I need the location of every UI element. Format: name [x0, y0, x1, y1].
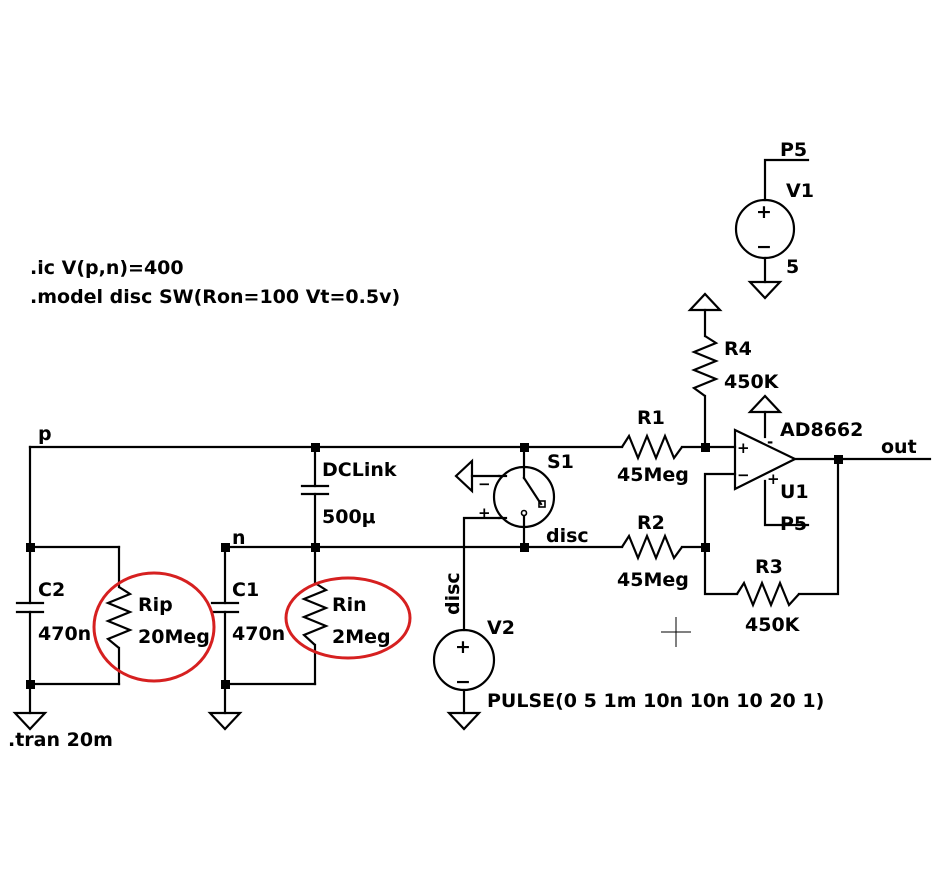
s1-minus-sign: − [478, 475, 491, 493]
opamp-minus-input-sign: − [737, 466, 750, 484]
opamp-minus-supply-sign: - [767, 433, 773, 451]
switch-s1[interactable] [492, 465, 556, 529]
s1-plus-sign: + [478, 504, 491, 522]
resistor-rip[interactable] [105, 586, 133, 649]
ground-icon [454, 458, 474, 494]
ground-icon [207, 711, 243, 731]
directive-tran[interactable]: .tran 20m [8, 729, 113, 751]
r2-value: 45Meg [617, 569, 689, 591]
resistor-r1[interactable] [621, 433, 683, 461]
c1-value: 470n [232, 623, 285, 645]
r1-name: R1 [637, 407, 665, 429]
v2-value: PULSE(0 5 1m 10n 10n 10 20 1) [487, 690, 824, 712]
wires [28, 158, 932, 715]
r3-name: R3 [755, 556, 783, 578]
c2-value: 470n [38, 623, 91, 645]
junction-dot [26, 680, 35, 689]
dclink-name: DCLink [322, 459, 397, 481]
ground-icon [747, 280, 783, 300]
v2-minus-sign: − [455, 671, 471, 693]
supply-arrow-icon [687, 292, 723, 312]
v1-name: V1 [786, 180, 814, 202]
rin-value: 2Meg [332, 626, 391, 648]
voltage-source-v1[interactable] [734, 198, 796, 260]
supply-arrow-icon [747, 394, 783, 414]
opamp-plus-supply-sign: + [767, 470, 780, 488]
opamp-plus-input-sign: + [737, 439, 750, 457]
v2-plus-sign: + [455, 636, 471, 658]
junction-dot [701, 543, 710, 552]
capacitor-c2[interactable] [15, 601, 45, 614]
net-label-p5-opamp: P5 [780, 513, 807, 535]
junction-dot [26, 543, 35, 552]
c2-name: C2 [38, 579, 65, 601]
resistor-r2[interactable] [621, 533, 683, 561]
net-label-p: p [38, 423, 52, 445]
r4-name: R4 [724, 338, 752, 360]
c1-name: C1 [232, 579, 259, 601]
net-label-out: out [881, 436, 917, 458]
junction-dot [311, 543, 320, 552]
junction-dot [221, 680, 230, 689]
ground-icon [446, 711, 482, 731]
r1-value: 45Meg [617, 464, 689, 486]
resistor-rin[interactable] [301, 582, 329, 646]
resistor-r4[interactable] [691, 335, 719, 397]
net-label-disc: disc [546, 525, 589, 547]
capacitor-dclink[interactable] [300, 484, 330, 496]
cursor-crosshair-icon [661, 617, 691, 647]
capacitor-c1[interactable] [210, 601, 240, 614]
v1-minus-sign: − [756, 236, 772, 258]
net-label-n: n [232, 527, 246, 549]
junction-dot [311, 443, 320, 452]
ground-icon [12, 711, 48, 731]
v1-plus-sign: + [756, 201, 772, 223]
junction-dot [221, 543, 230, 552]
rip-name: Rip [138, 594, 173, 616]
directive-model[interactable]: .model disc SW(Ron=100 Vt=0.5v) [30, 286, 400, 308]
resistor-r3[interactable] [736, 580, 800, 608]
u1-part: AD8662 [780, 419, 863, 441]
directive-ic[interactable]: .ic V(p,n)=400 [30, 257, 184, 279]
opamp-u1[interactable] [733, 428, 798, 491]
v2-name: V2 [487, 617, 515, 639]
r4-value: 450K [724, 371, 780, 393]
rin-name: Rin [332, 594, 367, 616]
highlight-ring-rin [284, 576, 412, 660]
net-label-p5-top: P5 [780, 139, 807, 161]
voltage-source-v2[interactable] [432, 628, 496, 692]
junction-dot [834, 455, 843, 464]
u1-name: U1 [780, 481, 809, 503]
v1-value: 5 [786, 256, 799, 278]
junction-dot [520, 443, 529, 452]
rip-value: 20Meg [138, 626, 210, 648]
s1-name: S1 [547, 451, 574, 473]
r3-value: 450K [745, 614, 801, 636]
highlight-ring-rip [92, 571, 216, 683]
junction-dot [520, 543, 529, 552]
net-label-disc-vertical: disc [442, 572, 464, 615]
junction-dot [701, 443, 710, 452]
junction-dots [26, 443, 843, 689]
r2-name: R2 [637, 512, 665, 534]
dclink-value: 500μ [322, 506, 376, 528]
